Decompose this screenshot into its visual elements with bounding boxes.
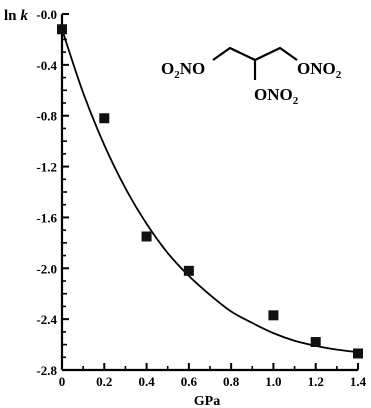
x-tick-label: 0.6: [181, 374, 198, 389]
y-tick-label: -2.0: [36, 261, 57, 276]
molecule-bond-left: [212, 46, 256, 61]
y-axis-label-main: ln: [4, 8, 17, 24]
molecule-bottom-group: ONO2: [254, 85, 299, 107]
molecule-annotation: O2NO ONO2 ONO2: [161, 46, 342, 107]
data-point: [353, 348, 363, 359]
fit-curve: [61, 28, 359, 354]
x-tick-label: 0: [59, 374, 66, 389]
molecule-right-main: ONO: [297, 59, 336, 78]
x-tick-label: 0.4: [138, 374, 155, 389]
x-tick-label: 1.0: [265, 374, 281, 389]
molecule-right-sub: 2: [336, 69, 342, 81]
x-tick-label: 0.2: [96, 374, 112, 389]
y-tick-label: -2.4: [36, 312, 57, 327]
molecule-right-group: ONO2: [297, 59, 342, 81]
ticks: [61, 13, 359, 371]
molecule-left-sub: 2: [174, 69, 180, 81]
x-tick-label: 1.2: [308, 374, 324, 389]
y-tick-label: -0.8: [36, 109, 57, 124]
x-tick-label: 1.4: [350, 374, 367, 389]
molecule-bond-right: [254, 46, 298, 61]
data-point: [268, 310, 279, 321]
y-tick-label: -1.2: [36, 160, 57, 175]
molecule-left-group: O2NO: [161, 59, 205, 81]
y-tick-label: -0.4: [36, 58, 57, 73]
x-tick-label: 0.8: [223, 374, 240, 389]
tick-labels: 0 0.2 0.4 0.6 0.8 1.0 1.2 1.4 -0.0 -0.4 -0.8 -1.2 -1…: [36, 7, 366, 389]
y-tick-label: -0.0: [36, 7, 57, 22]
data-points: [57, 24, 363, 359]
y-axis-label-var: k: [21, 8, 29, 24]
data-point: [183, 265, 194, 276]
y-tick-label: -2.8: [36, 363, 57, 378]
molecule-left-o: O: [161, 59, 174, 78]
data-point: [57, 24, 67, 35]
molecule-bottom-main: ONO: [254, 85, 293, 104]
data-point: [141, 231, 152, 242]
data-point: [99, 113, 110, 124]
molecule-left-rest: NO: [180, 59, 206, 78]
y-tick-label: -1.6: [36, 210, 57, 225]
molecule-bottom-sub: 2: [293, 95, 299, 107]
x-axis-label: GPa: [194, 394, 220, 408]
data-point: [310, 337, 321, 348]
